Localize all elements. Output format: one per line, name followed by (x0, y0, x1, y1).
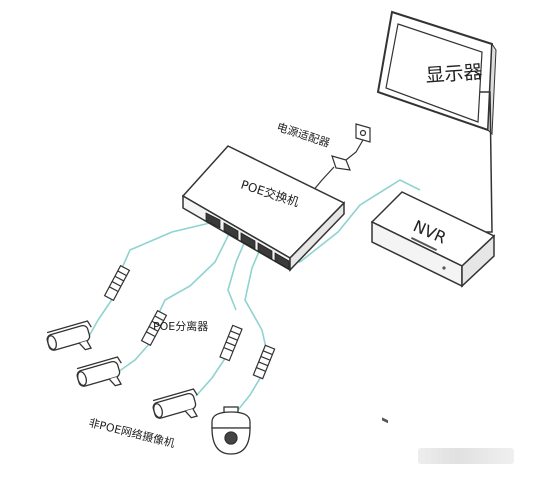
cable-port2 (157, 227, 233, 316)
camera-2-hood (76, 356, 122, 370)
non-poe-cameras-label: 非POE网络摄像机 (87, 415, 176, 450)
switch-port-3 (240, 232, 256, 250)
bullet-camera-1 (46, 320, 93, 351)
adapter-brick (331, 155, 351, 171)
blurred-watermark (418, 448, 514, 464)
nvr-button (442, 266, 446, 270)
poe-splitters: POE分离器 (103, 264, 276, 380)
nvr-side (461, 234, 495, 288)
monitor-cable (480, 91, 493, 233)
monitor-label: 显示器 (425, 61, 483, 87)
adapter-to-switch-cord (311, 166, 335, 193)
poe-splitter-2 (140, 309, 168, 347)
switch-port-1 (205, 212, 221, 229)
splitter-1-stripes (109, 270, 127, 293)
nvr-led-1 (382, 417, 388, 424)
cable-tail-3 (195, 356, 227, 397)
cable-port1 (121, 221, 215, 269)
switch-port-2 (223, 222, 239, 240)
camera-3-lens (153, 403, 164, 419)
switch-side (289, 201, 345, 272)
camera-1-mount (78, 340, 93, 351)
splitter-3-body (219, 324, 243, 362)
dome-housing (211, 411, 251, 429)
cable-tail-4 (237, 374, 263, 411)
splitter-4-body (252, 344, 276, 380)
network-cables (87, 179, 421, 411)
splitter-label: POE分离器 (153, 319, 208, 333)
splitter-1-body (103, 264, 131, 302)
camera-1-lens (47, 335, 58, 351)
dome-lens (224, 431, 238, 445)
dome-camera (211, 406, 251, 455)
poe-switch: POE交换机 (181, 145, 346, 272)
switch-ports (205, 212, 290, 270)
adapter-cord (345, 139, 364, 161)
camera-1-hood (46, 320, 92, 334)
switch-top (181, 145, 346, 259)
camera-3-mount (184, 408, 199, 419)
cable-tail-1 (87, 297, 114, 339)
switch-port-4 (257, 242, 273, 260)
splitter-2-stripes (146, 315, 164, 338)
cable-port3 (227, 233, 249, 311)
poe-splitter-1 (103, 264, 131, 302)
adapter-label: 电源适配器 (275, 120, 332, 150)
cable-port4 (244, 239, 267, 349)
camera-3-hood (152, 388, 198, 402)
nvr: NVR (370, 191, 496, 424)
bullet-camera-2 (76, 356, 123, 387)
splitter-4-stripes (256, 350, 273, 372)
camera-2-lens (77, 371, 88, 387)
nvr-front-details (382, 236, 446, 424)
cable-tail-2 (117, 342, 151, 373)
outlet-socket (359, 129, 367, 137)
nvr-slot (410, 236, 438, 252)
bullet-camera-3 (152, 388, 199, 419)
splitter-3-stripes (223, 330, 240, 352)
switch-port-5 (274, 252, 290, 270)
poe-splitter-3 (219, 324, 243, 362)
monitor-screen (385, 23, 483, 123)
monitor: 显示器 (376, 10, 497, 233)
poe-splitter-4 (252, 344, 276, 380)
camera-2-mount (108, 376, 123, 387)
